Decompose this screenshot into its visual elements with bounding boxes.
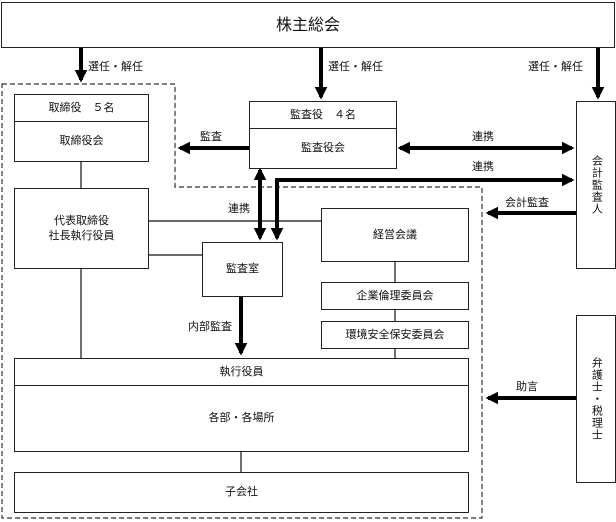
auditors-box: 監査役 ４名 監査役会: [249, 101, 397, 169]
label-audit: 監査: [200, 130, 222, 143]
shareholders-meeting: 株主総会: [1, 2, 615, 48]
board-of-directors: 取締役会: [59, 134, 104, 148]
accounting-auditor: 会計監査人: [576, 101, 616, 269]
label-accounting-audit: 会計監査: [505, 196, 549, 209]
label-coop-3: 連携: [228, 202, 250, 215]
president-line2: 社長執行役員: [48, 228, 115, 242]
label-advice: 助言: [516, 380, 538, 393]
label-appoint-accountant: 選任・解任: [528, 60, 583, 73]
departments: 各部・各場所: [208, 411, 275, 425]
board-of-auditors: 監査役会: [301, 141, 345, 155]
safety-committee: 環境安全保安委員会: [321, 321, 469, 349]
label-appoint-auditors: 選任・解任: [328, 60, 383, 73]
auditors-header: 監査役 ４名: [250, 102, 396, 129]
governance-boundary: [1, 83, 483, 519]
directors-box: 取締役 ５名 取締役会: [14, 94, 149, 162]
label-appoint-directors: 選任・解任: [88, 60, 143, 73]
directors-header: 取締役 ５名: [15, 95, 148, 122]
subsidiaries: 子会社: [14, 472, 469, 513]
label-coop-2: 連携: [472, 160, 494, 173]
executives-box: 執行役員 各部・各場所: [14, 358, 469, 452]
lawyers-tax-accountants: 弁護士・税理士: [576, 315, 616, 483]
label-internal-audit: 内部監査: [188, 320, 232, 333]
ethics-committee: 企業倫理委員会: [321, 282, 469, 310]
label-coop-1: 連携: [472, 130, 494, 143]
management-meeting: 経営会議: [321, 208, 469, 262]
president-line1: 代表取締役: [54, 213, 109, 227]
arrow-coop-office-accountant: [270, 173, 575, 241]
executive-officers: 執行役員: [15, 359, 468, 386]
president-box: 代表取締役 社長執行役員: [14, 188, 149, 269]
audit-office: 監査室: [202, 242, 283, 297]
